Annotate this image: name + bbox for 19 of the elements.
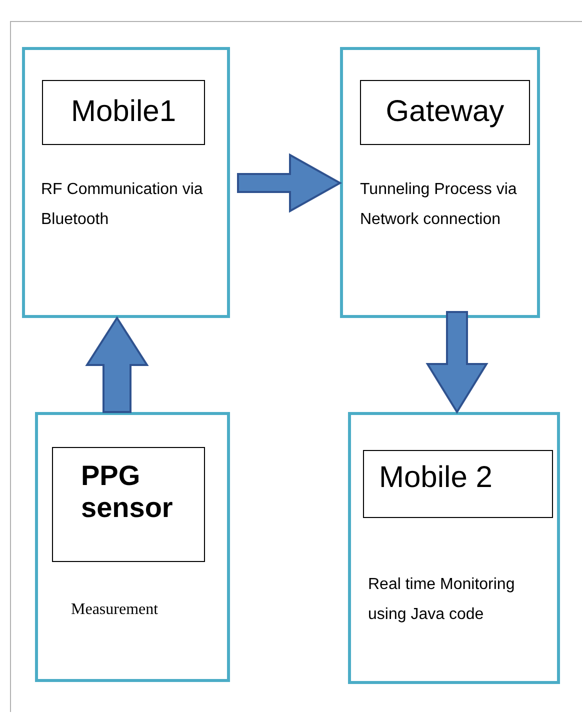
label-box <box>52 447 205 562</box>
block-arrow <box>85 316 149 413</box>
description-text: Tunneling Process via Network connection <box>360 180 518 230</box>
description-text: Measurement <box>71 600 160 620</box>
process-block <box>35 412 230 682</box>
box-title: Mobile 2 <box>379 461 492 496</box>
box-title: Gateway <box>386 95 504 130</box>
process-block <box>348 412 560 684</box>
process-block <box>340 47 540 318</box>
process-block <box>22 47 230 318</box>
description-text: RF Communication via Bluetooth <box>41 180 204 230</box>
description-text: Real time Monitoring using Java code <box>368 575 516 625</box>
box-title: PPG sensor <box>81 460 174 524</box>
label-box <box>42 80 205 145</box>
box-title: Mobile1 <box>70 95 176 130</box>
block-arrow <box>426 311 488 414</box>
label-box <box>360 80 530 145</box>
label-box <box>363 450 553 518</box>
block-arrow <box>237 153 342 213</box>
